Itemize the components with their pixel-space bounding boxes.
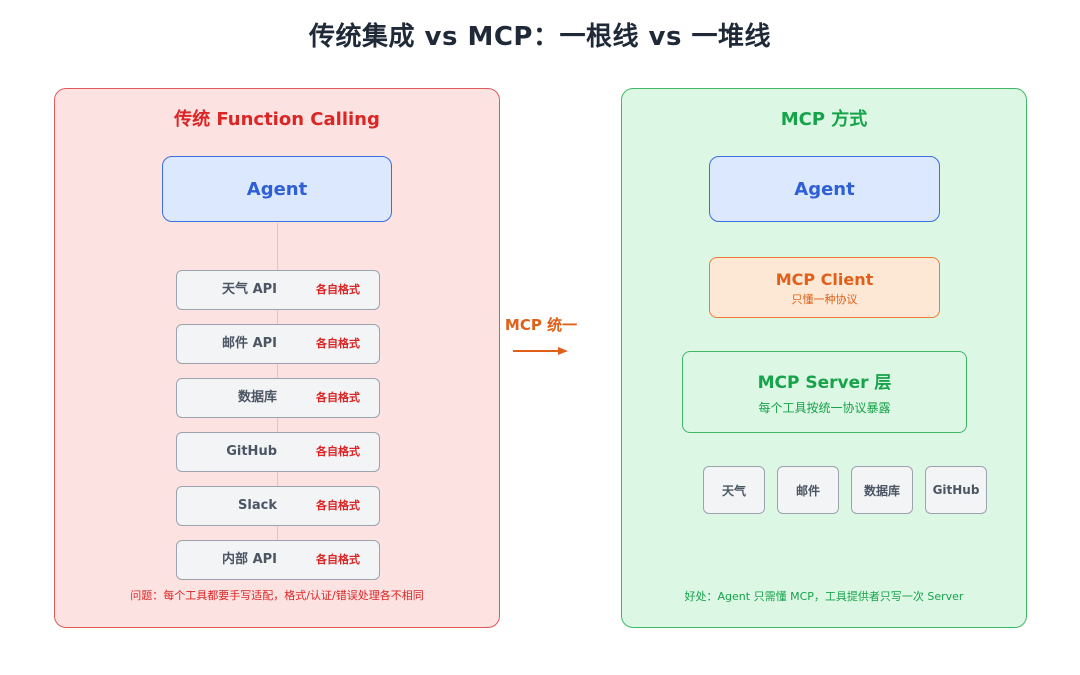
- api-name: GitHub: [226, 444, 277, 459]
- api-box-internal: 内部 API 各自格式: [176, 540, 380, 580]
- mcp-client-title: MCP Client: [775, 270, 874, 289]
- traditional-problem-note: 问题：每个工具都要手写适配，格式/认证/错误处理各不相同: [130, 589, 424, 602]
- api-box-email: 邮件 API 各自格式: [176, 324, 380, 364]
- tool-box-email: 邮件: [777, 466, 839, 514]
- mcp-client-box: MCP Client 只懂一种协议: [709, 257, 940, 318]
- mcp-panel-title: MCP 方式: [780, 109, 868, 130]
- tool-box-weather: 天气: [703, 466, 765, 514]
- mcp-server-subtitle: 每个工具按统一协议暴露: [758, 401, 891, 415]
- api-name: 数据库: [237, 390, 277, 405]
- api-box-github: GitHub 各自格式: [176, 432, 380, 472]
- mcp-benefit-note: 好处：Agent 只需懂 MCP，工具提供者只写一次 Server: [684, 590, 964, 603]
- tool-box-github: GitHub: [925, 466, 987, 514]
- tool-box-database: 数据库: [851, 466, 913, 514]
- traditional-agent-box: Agent: [162, 156, 392, 222]
- api-name: 内部 API: [222, 552, 277, 567]
- api-name: Slack: [238, 498, 277, 513]
- mcp-unify-label: MCP 统一: [504, 316, 578, 334]
- page-title: 传统集成 vs MCP：一根线 vs 一堆线: [308, 22, 772, 52]
- mcp-agent-box: Agent: [709, 156, 940, 222]
- traditional-panel: 传统 Function Calling Agent 天气 API 各自格式 邮件…: [54, 88, 500, 628]
- mcp-client-subtitle: 只懂一种协议: [791, 293, 858, 306]
- mcp-server-title: MCP Server 层: [757, 373, 892, 393]
- api-format-tag: 各自格式: [316, 445, 360, 458]
- api-format-tag: 各自格式: [316, 391, 360, 404]
- api-format-tag: 各自格式: [316, 553, 360, 566]
- right-arrow-icon: [513, 347, 568, 355]
- api-box-slack: Slack 各自格式: [176, 486, 380, 526]
- api-name: 天气 API: [222, 282, 277, 297]
- api-box-weather: 天气 API 各自格式: [176, 270, 380, 310]
- traditional-panel-title: 传统 Function Calling: [174, 109, 380, 130]
- api-box-database: 数据库 各自格式: [176, 378, 380, 418]
- api-format-tag: 各自格式: [316, 337, 360, 350]
- api-format-tag: 各自格式: [316, 499, 360, 512]
- mcp-panel: MCP 方式 Agent MCP Client 只懂一种协议 MCP Serve…: [621, 88, 1027, 628]
- api-name: 邮件 API: [222, 336, 277, 351]
- mcp-server-box: MCP Server 层 每个工具按统一协议暴露: [682, 351, 967, 433]
- api-format-tag: 各自格式: [316, 283, 360, 296]
